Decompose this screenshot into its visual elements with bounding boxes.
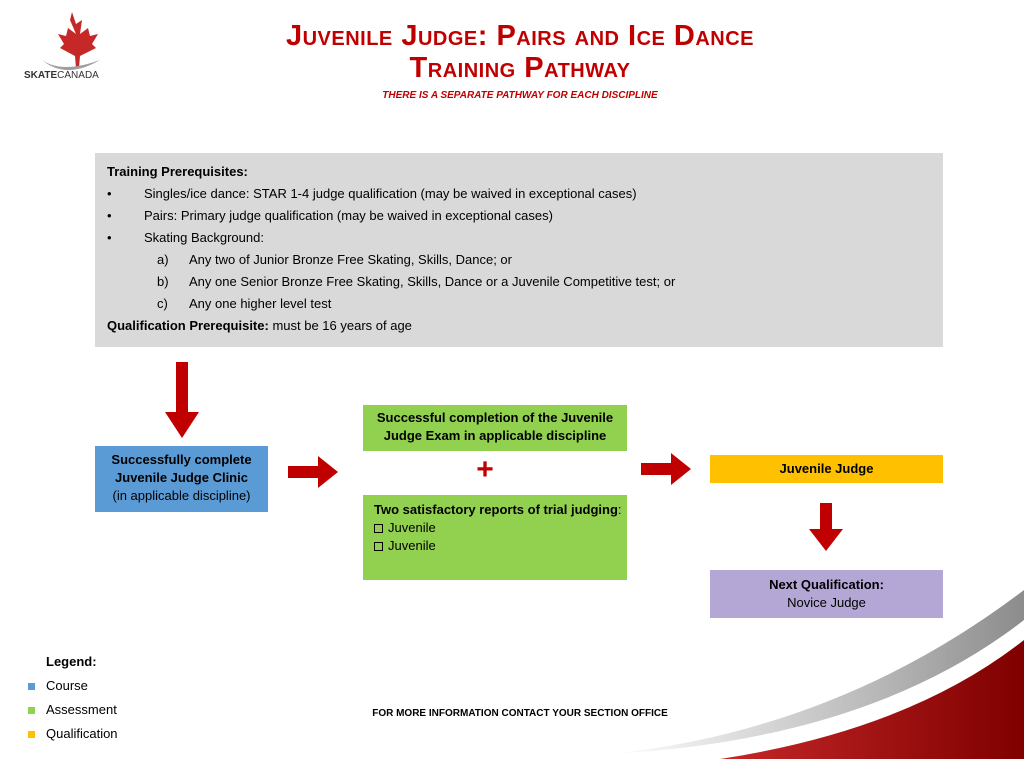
prereq-sub-item: c)Any one higher level test xyxy=(157,296,332,311)
qualification-box-juvenile-judge: Juvenile Judge xyxy=(710,455,943,483)
trial-item: Juvenile xyxy=(374,537,627,555)
page-subtitle: THERE IS A SEPARATE PATHWAY FOR EACH DIS… xyxy=(382,90,658,101)
prereq-sub-item: a)Any two of Junior Bronze Free Skating,… xyxy=(157,252,512,267)
next-qualification-label: Next Qualification: xyxy=(769,577,884,592)
plus-icon: + xyxy=(476,453,494,486)
trial-heading: Two satisfactory reports of trial judgin… xyxy=(374,502,618,517)
skate-canada-wordmark: SKATECANADA xyxy=(24,70,99,81)
title-line-2: Training Pathway xyxy=(409,52,631,84)
legend-item-assessment: Assessment xyxy=(28,700,118,720)
legend-item-course: Course xyxy=(28,676,118,696)
exam-text: Successful completion of the Juvenile Ju… xyxy=(376,410,614,443)
training-prerequisites-box: Training Prerequisites: Singles/ice danc… xyxy=(95,153,943,347)
arrow-down-icon xyxy=(165,362,199,438)
assessment-box-trial-judging: Two satisfactory reports of trial judgin… xyxy=(363,495,627,580)
next-qualification-box: Next Qualification: Novice Judge xyxy=(710,570,943,618)
prereq-bullet: Pairs: Primary judge qualification (may … xyxy=(107,205,931,227)
arrow-right-icon xyxy=(288,456,338,488)
prereq-sub-item: b)Any one Senior Bronze Free Skating, Sk… xyxy=(157,274,676,289)
arrow-right-icon xyxy=(641,453,691,485)
checkbox-icon xyxy=(374,542,383,551)
prereq-bullet: Skating Background: xyxy=(107,227,931,249)
qualification-prerequisite: Qualification Prerequisite: must be 16 y… xyxy=(107,318,412,333)
trial-item: Juvenile xyxy=(374,519,627,537)
arrow-down-icon xyxy=(809,503,843,551)
clinic-note: (in applicable discipline) xyxy=(112,488,251,503)
checkbox-icon xyxy=(374,524,383,533)
assessment-box-exam: Successful completion of the Juvenile Ju… xyxy=(363,405,627,451)
title-line-1: Juvenile Judge: Pairs and Ice Dance xyxy=(285,20,755,52)
prereq-heading: Training Prerequisites: xyxy=(107,164,248,179)
clinic-title: Successfully complete Juvenile Judge Cli… xyxy=(111,452,252,485)
next-qualification-value: Novice Judge xyxy=(787,595,866,610)
prereq-bullet: Singles/ice dance: STAR 1-4 judge qualif… xyxy=(107,183,931,205)
course-box-juvenile-judge-clinic: Successfully complete Juvenile Judge Cli… xyxy=(95,446,268,512)
legend-item-qualification: Qualification xyxy=(28,724,118,744)
footer-contact-note: FOR MORE INFORMATION CONTACT YOUR SECTIO… xyxy=(372,708,668,719)
legend-heading: Legend: xyxy=(46,654,97,669)
maple-leaf-logo-icon xyxy=(42,12,100,70)
page-title: Juvenile Judge: Pairs and Ice Dance Trai… xyxy=(0,20,1024,84)
legend: Legend: Course Assessment Qualification xyxy=(28,652,118,744)
decorative-swoosh-icon xyxy=(610,590,1024,759)
